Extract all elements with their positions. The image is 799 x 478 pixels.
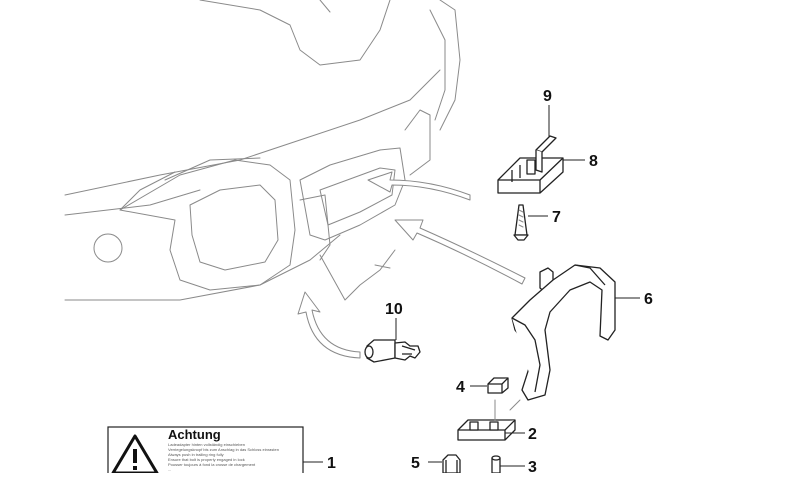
arrow-to-bracket (394, 219, 526, 285)
part-6-tow-hook (509, 264, 616, 411)
callout-3: 3 (528, 459, 537, 473)
car-rear-outline (64, 0, 461, 301)
part-5-cap (442, 454, 461, 474)
part-8-socket (497, 157, 564, 194)
callout-4: 4 (456, 379, 465, 396)
callout-8: 8 (589, 153, 598, 170)
part-10-lock-cylinder (364, 339, 421, 363)
callout-1: 1 (327, 455, 336, 472)
part-1-warning-label: Achtung Ladeadapter hinten vollständig e… (107, 426, 304, 478)
callout-9: 9 (543, 88, 552, 105)
assembly-arrows (297, 171, 526, 359)
part-2-plate (457, 399, 516, 441)
warning-label-line: Pousser toujours à fond la crosse de cha… (168, 462, 256, 467)
warning-label-line: ... (168, 467, 171, 472)
part-7-screw (513, 204, 529, 241)
callout-6: 6 (644, 291, 653, 308)
warning-label-line: Always push in trailing ring fully (168, 452, 224, 457)
warning-label-line: Ensure that bolt is properly engaged in … (168, 457, 245, 462)
leader-lines (303, 105, 640, 467)
arrow-to-socket (367, 171, 471, 201)
warning-label-title: Achtung (168, 427, 221, 442)
callout-10: 10 (385, 301, 403, 318)
warning-label-line: Ladeadapter hinten vollständig einschieb… (168, 442, 245, 447)
warning-label-line: Verriegelungsknopf bis zum Anschlag in d… (168, 447, 279, 452)
callout-5: 5 (411, 455, 420, 472)
arrow-to-lock (297, 291, 361, 359)
part-4-clip (487, 377, 509, 394)
callout-7: 7 (552, 209, 561, 226)
callout-2: 2 (528, 426, 537, 443)
callout-numbers: 1 2 3 4 5 6 7 8 9 10 (327, 88, 653, 476)
part-9-pin (535, 135, 557, 173)
part-3-bolt (491, 455, 501, 474)
